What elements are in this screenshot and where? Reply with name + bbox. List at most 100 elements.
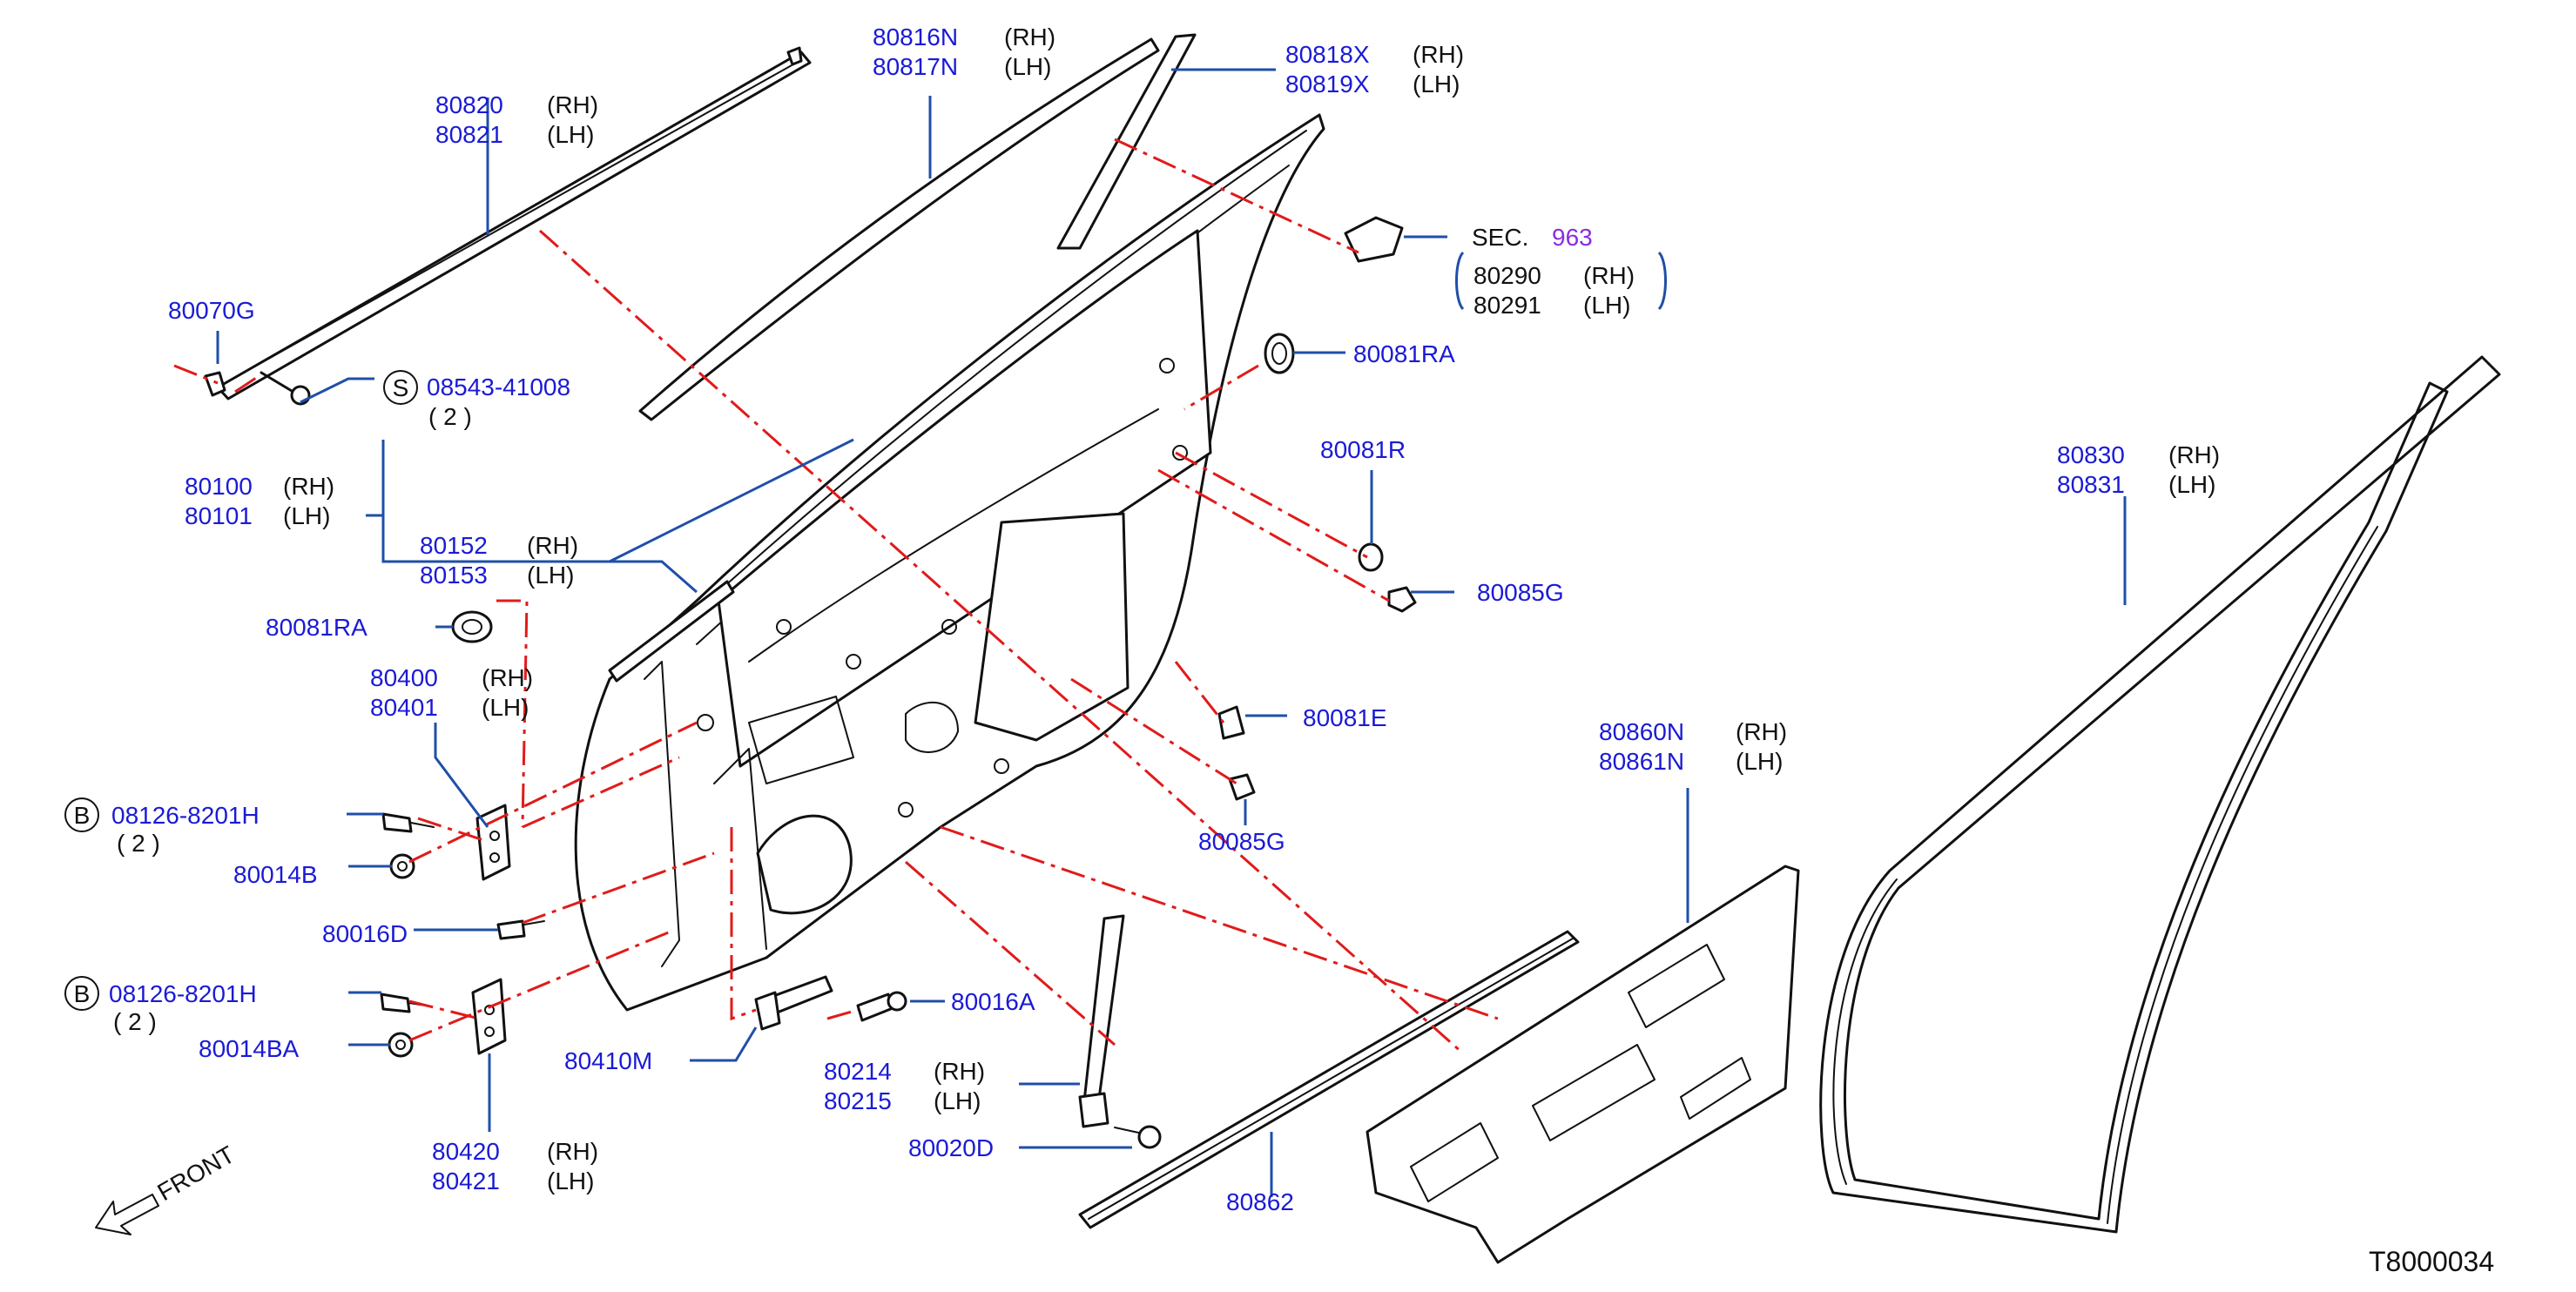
label-80085g-upper: 80085G <box>1477 579 1564 606</box>
svg-text:(RH): (RH) <box>482 664 533 691</box>
svg-text:(LH): (LH) <box>1413 71 1460 98</box>
label-80861n: 80861N <box>1599 748 1684 775</box>
svg-text:(RH): (RH) <box>527 532 578 559</box>
svg-text:(RH): (RH) <box>1583 262 1635 289</box>
label-80070g: 80070G <box>168 297 255 324</box>
door-glass <box>638 37 1160 421</box>
svg-text:(LH): (LH) <box>283 502 330 529</box>
cap-80085g-lower <box>1228 773 1256 801</box>
label-80420: 80420 <box>432 1138 500 1165</box>
label-80290: 80290 <box>1473 262 1541 289</box>
nut-lower <box>388 1032 414 1058</box>
bolt-80016d <box>496 919 545 940</box>
diagram-id: T8000034 <box>2369 1246 2494 1277</box>
label-80819x: 80819X <box>1285 71 1370 98</box>
svg-text:(RH): (RH) <box>1004 24 1055 50</box>
svg-text:(LH): (LH) <box>1004 53 1051 80</box>
svg-text:(LH): (LH) <box>482 694 529 721</box>
plug-80081r <box>1358 542 1384 572</box>
bracket-80290 <box>1344 216 1404 263</box>
label-80016d: 80016D <box>322 920 408 947</box>
marker-b-lower-icon: B <box>64 976 99 1011</box>
label-80020d: 80020D <box>908 1134 994 1161</box>
grommet-80081ra-right <box>1264 333 1295 374</box>
bolt-80016a <box>856 991 907 1022</box>
label-80081ra-right: 80081RA <box>1353 340 1455 367</box>
svg-text:(LH): (LH) <box>547 1168 594 1194</box>
leader-lines <box>216 68 2127 1197</box>
marker-s-icon: S <box>383 370 418 405</box>
label-80410m: 80410M <box>564 1047 652 1074</box>
label-80817n: 80817N <box>873 53 958 80</box>
label-80400: 80400 <box>370 664 438 691</box>
label-80214: 80214 <box>824 1058 892 1085</box>
label-80014b: 80014B <box>233 861 318 888</box>
label-80101: 80101 <box>185 502 253 529</box>
label-80821: 80821 <box>435 121 503 148</box>
seal-strip <box>1078 930 1580 1229</box>
label-80816n: 80816N <box>873 24 958 50</box>
centerlines <box>173 138 1499 1055</box>
label-80081r: 80081R <box>1320 436 1406 463</box>
nut-upper <box>389 853 415 879</box>
label-80153: 80153 <box>420 562 488 589</box>
svg-text:(RH): (RH) <box>934 1058 985 1085</box>
label-80421: 80421 <box>432 1168 500 1194</box>
label-80085g-lower: 80085G <box>1198 828 1285 855</box>
label-80830: 80830 <box>2057 441 2125 468</box>
label-80818x: 80818X <box>1285 41 1370 68</box>
label-08126-upper: 08126-8201H <box>111 802 260 829</box>
svg-text:(LH): (LH) <box>547 121 594 148</box>
label-08126-lower: 08126-8201H <box>109 980 257 1007</box>
screw-08543 <box>260 371 311 406</box>
svg-text:(LH): (LH) <box>1736 748 1783 775</box>
door-panel <box>574 113 1325 1012</box>
svg-text:(RH): (RH) <box>547 91 598 118</box>
svg-text:( 2 ): ( 2 ) <box>117 830 160 857</box>
weatherstrip <box>1819 355 2501 1234</box>
svg-text:(RH): (RH) <box>283 473 334 500</box>
label-sec-number: 963 <box>1552 224 1593 251</box>
svg-text:B: B <box>74 980 91 1007</box>
label-08543-41008: 08543-41008 <box>427 373 570 400</box>
bolt-lower <box>380 993 432 1013</box>
clip-80070g <box>204 371 226 397</box>
outer-window-moulding <box>216 46 812 400</box>
screw-80020d <box>1114 1125 1162 1149</box>
check-link <box>1078 914 1125 1128</box>
svg-text:(RH): (RH) <box>547 1138 598 1165</box>
svg-text:( 2 ): ( 2 ) <box>428 403 472 430</box>
label-80016a: 80016A <box>951 988 1035 1015</box>
svg-text:(RH): (RH) <box>1736 718 1787 745</box>
front-sash <box>1056 33 1197 250</box>
sealing-screen <box>1366 865 1800 1264</box>
bolt-upper <box>381 812 435 833</box>
label-80401: 80401 <box>370 694 438 721</box>
svg-text:(LH): (LH) <box>934 1087 981 1114</box>
clip-80081e <box>1217 705 1245 740</box>
grommet-80081ra-left <box>451 610 493 643</box>
label-80831: 80831 <box>2057 471 2125 498</box>
svg-text:(LH): (LH) <box>527 562 574 589</box>
inner-window-moulding <box>608 580 735 683</box>
label-80291: 80291 <box>1473 292 1541 319</box>
door-check <box>754 975 833 1031</box>
label-80100: 80100 <box>185 473 253 500</box>
svg-text:(LH): (LH) <box>2168 471 2215 498</box>
label-80152: 80152 <box>420 532 488 559</box>
label-80081e: 80081E <box>1303 704 1387 731</box>
label-80820: 80820 <box>435 91 503 118</box>
hinge-lower <box>471 978 507 1055</box>
marker-b-upper-icon: B <box>64 797 99 832</box>
label-front: FRONT <box>153 1141 239 1206</box>
label-sec: SEC. <box>1472 224 1528 251</box>
label-80862: 80862 <box>1226 1188 1294 1215</box>
cap-80085g-upper <box>1387 586 1417 613</box>
svg-text:B: B <box>74 802 91 829</box>
label-80860n: 80860N <box>1599 718 1684 745</box>
svg-text:(RH): (RH) <box>1413 41 1464 68</box>
labels: 80820 (RH) 80821 (LH) 80816N (RH) 80817N… <box>109 24 2494 1277</box>
svg-text:(RH): (RH) <box>2168 441 2220 468</box>
front-arrow-icon <box>95 1194 159 1235</box>
